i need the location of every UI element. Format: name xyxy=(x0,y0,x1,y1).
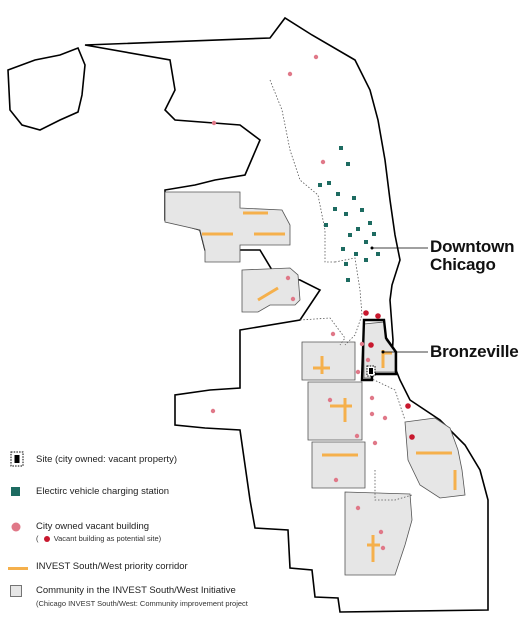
ev-station xyxy=(327,181,331,185)
ev-station xyxy=(354,252,358,256)
vacant-site xyxy=(409,434,415,440)
community-area xyxy=(344,491,413,576)
ev-station xyxy=(372,232,376,236)
legend-ev-label: Electirc vehicle charging station xyxy=(36,486,170,497)
vacant-building xyxy=(372,440,378,446)
ev-station xyxy=(344,212,348,216)
ev-station xyxy=(346,162,350,166)
bronzeville-boundary xyxy=(360,318,398,382)
ev-station xyxy=(344,262,348,266)
vacant-site-icon xyxy=(43,536,50,543)
vacant-building-icon xyxy=(11,522,21,532)
community-area xyxy=(241,267,301,313)
vacant-site xyxy=(405,403,411,409)
ev-station-icon xyxy=(11,487,20,496)
vacant-building xyxy=(285,275,291,281)
legend-vacant-sub-prefix: ( xyxy=(36,534,39,543)
vacant-building xyxy=(378,529,384,535)
community-area xyxy=(307,381,363,441)
bronzeville-label: Bronzeville xyxy=(430,342,519,361)
vacant-building xyxy=(355,369,361,375)
vacant-building xyxy=(333,477,339,483)
district-boundary xyxy=(334,257,363,346)
bronzeville-leader-dot xyxy=(381,350,385,354)
community-area xyxy=(301,341,356,381)
vacant-site xyxy=(363,310,369,316)
community-area xyxy=(311,441,366,489)
community-icon xyxy=(10,585,22,597)
legend-site-label: Site (city owned: vacant property) xyxy=(36,454,177,465)
legend-community-label: Community in the INVEST South/West Initi… xyxy=(36,585,236,596)
ev-station xyxy=(346,278,350,282)
ev-station xyxy=(341,247,345,251)
ev-station xyxy=(336,192,340,196)
downtown-label: Downtown Chicago xyxy=(430,237,515,274)
vacant-building xyxy=(359,341,365,347)
community-area xyxy=(404,417,466,499)
district-boundary xyxy=(374,470,413,501)
ev-station xyxy=(360,208,364,212)
ev-station xyxy=(324,223,328,227)
ev-station xyxy=(368,221,372,225)
downtown-leader-dot xyxy=(370,246,374,250)
ev-station xyxy=(333,207,337,211)
ev-station xyxy=(318,183,322,187)
district-boundary xyxy=(369,377,406,421)
ev-station xyxy=(376,252,380,256)
legend-community-sub: (Chicago INVEST South/West: Community im… xyxy=(36,599,248,608)
vacant-building xyxy=(354,433,360,439)
ohare-boundary xyxy=(7,46,86,131)
ev-station xyxy=(356,227,360,231)
vacant-building xyxy=(211,120,217,126)
legend-corridor-label: INVEST South/West priority corridor xyxy=(36,561,188,572)
vacant-site xyxy=(368,342,374,348)
vacant-building xyxy=(327,397,333,403)
city-boundary xyxy=(84,16,489,613)
vacant-building xyxy=(365,357,371,363)
downtown-label-line2: Chicago xyxy=(430,255,496,274)
site-icon xyxy=(10,451,24,467)
corridor-icon xyxy=(8,567,28,570)
ev-station xyxy=(364,258,368,262)
district-boundary xyxy=(269,79,335,263)
vacant-building xyxy=(320,159,326,165)
vacant-building xyxy=(355,505,361,511)
ev-station xyxy=(352,196,356,200)
downtown-label-line1: Downtown xyxy=(430,237,515,256)
ev-station xyxy=(348,233,352,237)
community-area xyxy=(164,191,291,263)
ev-station xyxy=(339,146,343,150)
vacant-building xyxy=(290,296,296,302)
ev-station xyxy=(364,240,368,244)
vacant-building xyxy=(330,331,336,337)
legend-vacant-sub: ( Vacant building as potential site) xyxy=(36,534,161,543)
legend-vacant-sub-text: Vacant building as potential site) xyxy=(53,534,162,543)
legend-vacant-label: City owned vacant building xyxy=(36,521,150,532)
vacant-building xyxy=(369,411,375,417)
vacant-building xyxy=(369,395,375,401)
vacant-site xyxy=(375,313,381,319)
vacant-building xyxy=(382,415,388,421)
vacant-building xyxy=(210,408,216,414)
corridor xyxy=(257,286,279,302)
vacant-building xyxy=(313,54,319,60)
vacant-building xyxy=(380,545,386,551)
vacant-building xyxy=(287,71,293,77)
site-marker-core xyxy=(369,368,373,374)
